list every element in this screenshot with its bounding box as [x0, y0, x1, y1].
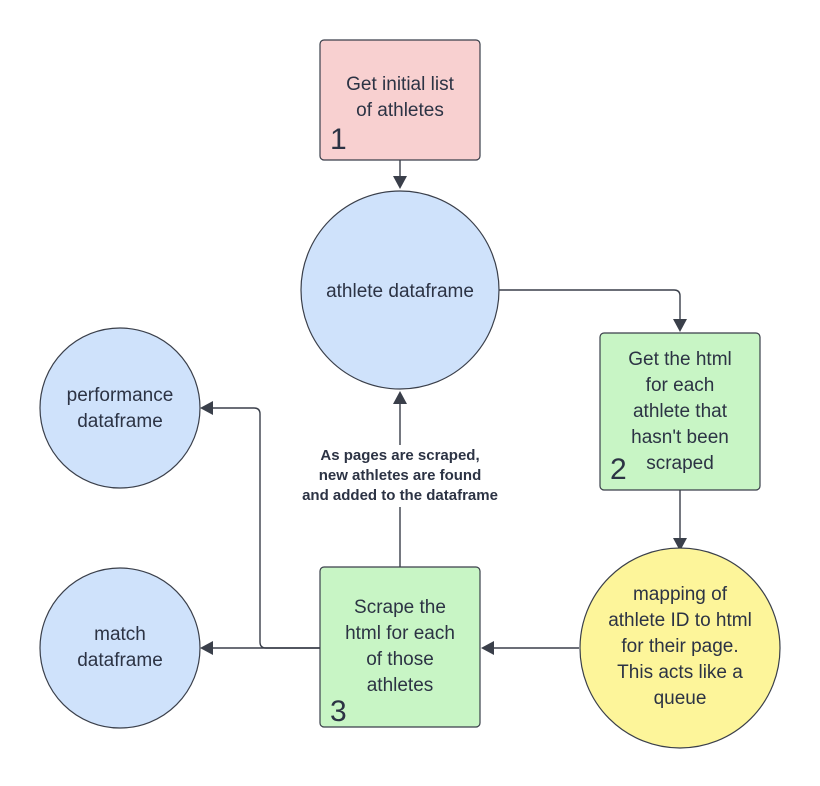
edge-annotation-line-1: As pages are scraped, — [320, 447, 479, 464]
edge-scrape-to-performance-df — [213, 407, 320, 649]
node-get-html-box — [599, 332, 761, 491]
node-performance-dataframe-line-1: performance — [67, 385, 174, 406]
node-get-initial-list-box — [319, 39, 481, 161]
node-athlete-dataframe-label: athlete dataframe — [326, 281, 474, 302]
node-scrape-line-4: athletes — [367, 675, 434, 696]
node-get-html-line-3: athlete that — [633, 401, 728, 422]
step-number-1: 1 — [330, 123, 347, 156]
arrowhead-athlete-df-bottom — [393, 391, 407, 404]
node-scrape: Scrape the html for each of those athlet… — [319, 566, 481, 728]
edges — [200, 160, 687, 655]
node-mapping-queue-line-2: athlete ID to html — [608, 610, 752, 631]
node-mapping-queue: mapping of athlete ID to html for their … — [579, 547, 781, 749]
arrowhead-athlete-df-top — [393, 176, 407, 189]
node-mapping-queue-line-3: for their page. — [621, 636, 738, 657]
arrowhead-get-html-top — [673, 319, 687, 332]
node-scrape-line-1: Scrape the — [354, 597, 446, 618]
node-performance-dataframe-circle — [39, 327, 201, 489]
node-get-html: Get the html for each athlete that hasn'… — [599, 332, 761, 491]
node-get-html-line-1: Get the html — [628, 349, 732, 370]
node-athlete-dataframe-circle — [300, 190, 500, 390]
step-number-2: 2 — [610, 453, 627, 486]
arrowhead-match-df-right — [200, 641, 213, 655]
node-performance-dataframe: performance dataframe — [39, 327, 201, 489]
node-match-dataframe-line-1: match — [94, 624, 146, 645]
node-get-initial-list-line-1: Get initial list — [346, 74, 454, 95]
edge-athlete-df-to-get-html — [499, 289, 681, 319]
node-scrape-box — [319, 566, 481, 728]
edge-annotation-background — [282, 445, 518, 507]
node-get-html-line-5: scraped — [646, 453, 714, 474]
edge-annotation-line-2: new athletes are found — [319, 467, 482, 484]
node-mapping-queue-line-1: mapping of — [633, 584, 728, 605]
node-match-dataframe: match dataframe — [39, 567, 201, 729]
node-match-dataframe-line-2: dataframe — [77, 650, 163, 671]
node-get-html-line-2: for each — [646, 375, 715, 396]
edge-annotation: As pages are scraped, new athletes are f… — [282, 445, 518, 507]
step-number-3: 3 — [330, 695, 347, 728]
node-get-initial-list-line-2: of athletes — [356, 100, 444, 121]
node-match-dataframe-circle — [39, 567, 201, 729]
arrowhead-scrape-right — [481, 641, 494, 655]
arrowhead-performance-df-right — [200, 401, 213, 415]
node-scrape-line-3: of those — [366, 649, 434, 670]
node-mapping-queue-circle — [579, 547, 781, 749]
node-athlete-dataframe: athlete dataframe — [300, 190, 500, 390]
node-performance-dataframe-line-2: dataframe — [77, 411, 163, 432]
arrowhead-mapping-top — [673, 538, 687, 551]
node-get-initial-list: Get initial list of athletes 1 — [319, 39, 481, 161]
node-scrape-line-2: html for each — [345, 623, 455, 644]
edge-annotation-line-3: and added to the dataframe — [302, 487, 498, 504]
node-mapping-queue-line-5: queue — [654, 688, 707, 709]
node-get-html-line-4: hasn't been — [631, 427, 729, 448]
node-mapping-queue-line-4: This acts like a — [617, 662, 743, 683]
